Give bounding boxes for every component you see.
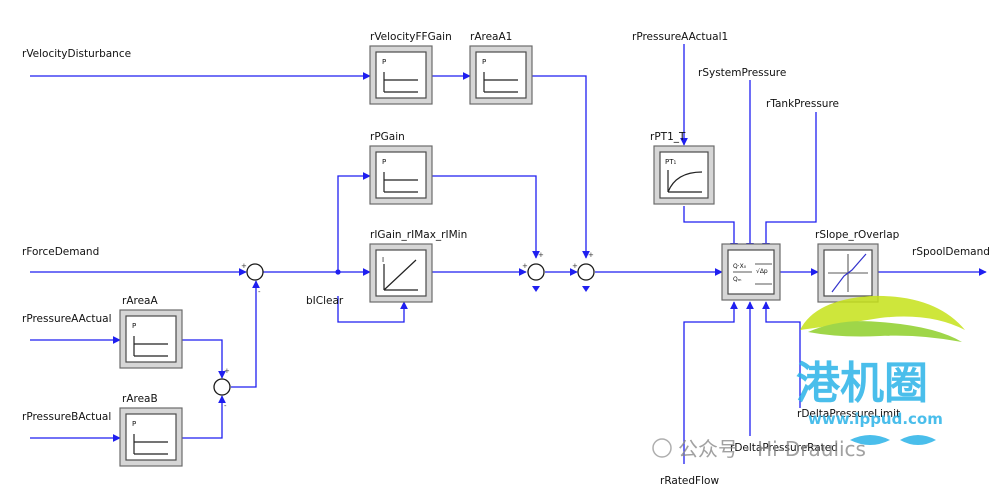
svg-text:+: + [588, 251, 594, 259]
svg-text:Qₘ: Qₘ [733, 276, 742, 283]
block-flow-calc[interactable]: Q·X₀ Qₘ √Δp [721, 243, 781, 301]
block-label-p-gain: rPGain [370, 131, 405, 143]
input-pressure-b-actual: rPressureBActual [22, 411, 111, 423]
svg-text:-: - [258, 288, 261, 296]
block-slope-overlap[interactable] [817, 243, 879, 303]
block-p-gain[interactable]: P [369, 145, 433, 205]
block-i-gain[interactable]: I [369, 243, 433, 303]
wechat-icon [652, 438, 672, 458]
branch-node [335, 269, 341, 275]
watermark-logo: 港机圈 www.ippud.com [796, 295, 965, 445]
block-area-a1[interactable]: P [469, 45, 533, 105]
svg-text:-: - [224, 402, 227, 410]
svg-text:Q·X₀: Q·X₀ [733, 263, 747, 270]
svg-text:I: I [382, 256, 384, 264]
input-tank-pressure: rTankPressure [766, 98, 839, 110]
block-label-pt1: rPT1_T [650, 131, 686, 143]
svg-text:+: + [572, 262, 578, 270]
input-force-demand: rForceDemand [22, 246, 99, 258]
svg-text:+: + [224, 367, 230, 375]
block-label-area-a1: rAreaA1 [470, 31, 512, 43]
svg-text:P: P [132, 322, 136, 330]
input-rated-flow: rRatedFlow [660, 475, 719, 487]
svg-text:P: P [382, 158, 386, 166]
block-label-i-gain: rIGain_rIMax_rIMin [370, 229, 467, 241]
watermark-brand-text: 公众号 · Hi-Draulics [678, 437, 866, 461]
block-label-area-b: rAreaB [122, 393, 158, 405]
svg-text:P: P [132, 420, 136, 428]
input-velocity-disturbance: rVelocityDisturbance [22, 48, 131, 60]
svg-text:P: P [482, 58, 486, 66]
svg-text:PT₁: PT₁ [665, 158, 676, 166]
svg-text:√Δp: √Δp [756, 268, 768, 275]
signal-wires [30, 44, 987, 464]
svg-text:+: + [241, 262, 247, 270]
sum-junction-pressure: + - [213, 367, 231, 410]
sum-junction-force: + - [241, 262, 264, 296]
sum-junction-ff: + + [572, 251, 595, 292]
block-velocity-ff-gain[interactable]: P [369, 45, 433, 105]
block-label-velocity-ff-gain: rVelocityFFGain [370, 31, 452, 43]
input-pressure-a-actual1: rPressureAActual1 [632, 31, 728, 43]
block-label-area-a: rAreaA [122, 295, 158, 307]
input-delta-pressure-limit: rDeltaPressureLimit [797, 408, 900, 420]
block-pt1[interactable]: PT₁ [653, 145, 715, 205]
watermark-brand: 公众号 · Hi-Draulics [652, 437, 866, 461]
input-system-pressure: rSystemPressure [698, 67, 786, 79]
svg-text:+: + [538, 251, 544, 259]
svg-text:+: + [522, 262, 528, 270]
svg-text:P: P [382, 58, 386, 66]
block-area-a[interactable]: P [119, 309, 183, 369]
block-area-b[interactable]: P [119, 407, 183, 467]
watermark-url: www.ippud.com [808, 410, 943, 428]
watermark-chars: 港机圈 [796, 358, 928, 409]
input-i-clear: bIClear [306, 295, 344, 307]
block-label-slope-overlap: rSlope_rOverlap [815, 229, 900, 241]
sum-junction-pi: + + [522, 251, 545, 292]
output-spool-demand: rSpoolDemand [912, 246, 990, 258]
input-delta-pressure-rated: rDeltaPressureRated [730, 442, 838, 454]
input-pressure-a-actual: rPressureAActual [22, 313, 112, 325]
